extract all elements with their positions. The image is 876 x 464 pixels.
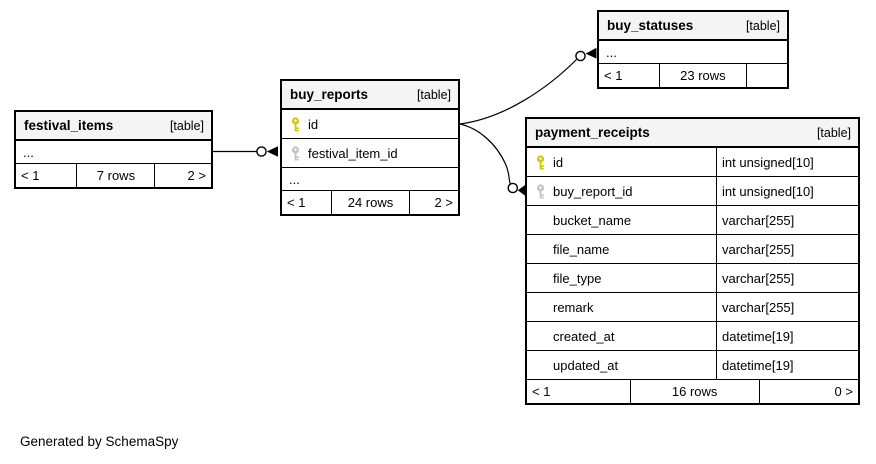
table-header: payment_receipts [table] xyxy=(527,119,858,148)
footer-child-count: 2 > xyxy=(154,164,211,187)
table-name-link[interactable]: payment_receipts xyxy=(535,125,650,140)
column-name: file_type xyxy=(553,270,602,286)
column-type: datetime[19] xyxy=(716,351,858,379)
column-row: file_type varchar[255] xyxy=(527,264,858,293)
column-name: buy_report_id xyxy=(553,183,633,199)
foreign-key-icon xyxy=(290,145,301,161)
table-festival-items: festival_items [table] ... < 1 7 rows 2 … xyxy=(14,110,213,189)
table-buy-statuses: buy_statuses [table] ... < 1 23 rows xyxy=(597,10,789,89)
footer-parent-count: < 1 xyxy=(604,68,623,83)
table-header: festival_items [table] xyxy=(16,112,211,141)
column-type: varchar[255] xyxy=(716,235,858,263)
footer-row-count: 16 rows xyxy=(629,380,759,403)
table-type-tag: [table] xyxy=(745,18,780,33)
column-row: bucket_name varchar[255] xyxy=(527,206,858,235)
column-type: varchar[255] xyxy=(716,293,858,321)
footer-row-count: 7 rows xyxy=(76,164,154,187)
table-type-tag: [table] xyxy=(169,118,204,133)
column-name: file_name xyxy=(553,241,610,257)
column-name: bucket_name xyxy=(553,212,632,228)
footer-child-count: 0 > xyxy=(758,380,858,403)
footer-row-count: 24 rows xyxy=(331,191,408,214)
table-type-tag: [table] xyxy=(816,125,851,140)
hidden-columns-row: ... xyxy=(599,41,787,64)
table-footer: < 1 7 rows 2 > xyxy=(16,164,211,187)
table-payment-receipts: payment_receipts [table] id int unsigned… xyxy=(525,117,860,405)
column-type: varchar[255] xyxy=(716,206,858,234)
column-cell: festival_item_id xyxy=(282,139,458,167)
footer-child-count: 2 > xyxy=(408,191,458,214)
column-cell: id xyxy=(527,148,716,176)
column-cell: buy_report_id xyxy=(527,177,716,205)
table-header: buy_statuses [table] xyxy=(599,12,787,41)
column-name: id xyxy=(553,154,564,170)
column-type: int unsigned[10] xyxy=(716,177,858,205)
column-name: remark xyxy=(553,299,594,315)
table-buy-reports: buy_reports [table] id festival_item_id … xyxy=(280,79,460,216)
column-name: id xyxy=(308,116,319,132)
footer-parent-count: < 1 xyxy=(287,195,306,210)
primary-key-icon xyxy=(535,154,546,170)
footer-parent-count: < 1 xyxy=(21,168,40,183)
primary-key-icon xyxy=(290,116,301,132)
column-type: datetime[19] xyxy=(716,322,858,350)
table-header: buy_reports [table] xyxy=(282,81,458,110)
column-cell: file_name xyxy=(527,235,716,263)
hidden-columns-row: ... xyxy=(16,141,211,164)
table-type-tag: [table] xyxy=(416,87,451,102)
generator-note: Generated by SchemaSpy xyxy=(20,434,179,449)
table-name-link[interactable]: buy_reports xyxy=(290,87,369,102)
footer-row-count: 23 rows xyxy=(659,64,745,87)
column-row: remark varchar[255] xyxy=(527,293,858,322)
column-name: updated_at xyxy=(553,357,619,373)
column-row: id xyxy=(282,110,458,139)
column-row: buy_report_id int unsigned[10] xyxy=(527,177,858,206)
column-cell: id xyxy=(282,110,458,138)
hidden-columns-row: ... xyxy=(282,168,458,191)
column-cell: bucket_name xyxy=(527,206,716,234)
column-row: id int unsigned[10] xyxy=(527,148,858,177)
column-cell: remark xyxy=(527,293,716,321)
column-row: festival_item_id xyxy=(282,139,458,168)
column-row: updated_at datetime[19] xyxy=(527,351,858,380)
table-footer: < 1 16 rows 0 > xyxy=(527,380,858,403)
table-name-link[interactable]: festival_items xyxy=(24,118,114,133)
column-cell: file_type xyxy=(527,264,716,292)
column-row: file_name varchar[255] xyxy=(527,235,858,264)
column-cell: created_at xyxy=(527,322,716,350)
column-type: int unsigned[10] xyxy=(716,148,858,176)
column-row: created_at datetime[19] xyxy=(527,322,858,351)
footer-child-count xyxy=(745,64,787,87)
foreign-key-icon xyxy=(535,183,546,199)
column-name: created_at xyxy=(553,328,615,344)
column-type: varchar[255] xyxy=(716,264,858,292)
table-name-link[interactable]: buy_statuses xyxy=(607,18,694,33)
column-cell: updated_at xyxy=(527,351,716,379)
footer-parent-count: < 1 xyxy=(532,384,551,399)
column-name: festival_item_id xyxy=(308,145,398,161)
table-footer: < 1 23 rows xyxy=(599,64,787,87)
table-footer: < 1 24 rows 2 > xyxy=(282,191,458,214)
